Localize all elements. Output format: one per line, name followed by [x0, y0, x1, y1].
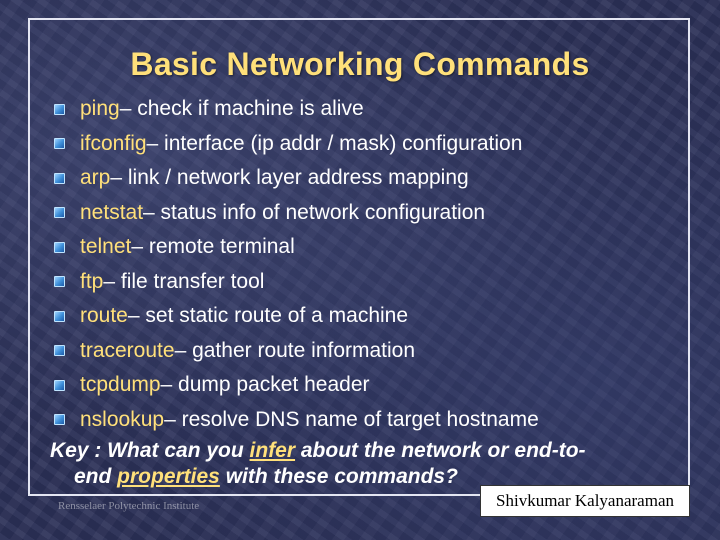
key-text-middle: about the network or end-to-	[295, 439, 586, 462]
command-name: ping	[80, 97, 120, 121]
command-name: route	[80, 304, 128, 328]
command-item: ping – check if machine is alive	[50, 92, 539, 127]
command-description: – check if machine is alive	[119, 97, 364, 121]
command-name: ifconfig	[80, 131, 147, 155]
command-name: tcpdump	[80, 373, 161, 397]
square-bullet-icon	[54, 345, 65, 357]
command-name: nslookup	[80, 407, 165, 431]
command-name: netstat	[80, 200, 144, 224]
footer-org: Rensselaer Polytechnic Institute	[58, 500, 200, 512]
square-bullet-icon	[54, 138, 65, 150]
square-bullet-icon	[54, 103, 65, 115]
command-item: tcpdump – dump packet header	[50, 368, 539, 403]
command-name: telnet	[80, 235, 132, 259]
key-text-line2-prefix: end	[74, 465, 118, 488]
command-name: traceroute	[80, 338, 175, 362]
command-description: – link / network layer address mapping	[110, 166, 469, 190]
command-description: – file transfer tool	[103, 269, 265, 293]
square-bullet-icon	[54, 207, 65, 219]
command-description: – interface (ip addr / mask) configurati…	[146, 131, 523, 155]
command-item: ftp – file transfer tool	[50, 265, 539, 300]
slide-title: Basic Networking Commands	[130, 46, 590, 82]
command-description: – gather route information	[174, 338, 416, 362]
slide-frame	[28, 18, 690, 496]
square-bullet-icon	[54, 310, 65, 322]
command-name: arp	[80, 166, 111, 190]
command-description: – set static route of a machine	[127, 304, 409, 328]
command-item: nslookup – resolve DNS name of target ho…	[50, 403, 539, 438]
command-description: – resolve DNS name of target hostname	[164, 407, 539, 431]
key-text-prefix: Key : What can you	[50, 439, 250, 462]
key-word-properties: properties	[117, 465, 220, 488]
command-name: ftp	[80, 269, 104, 293]
command-item: route – set static route of a machine	[50, 299, 539, 334]
square-bullet-icon	[54, 379, 65, 391]
command-item: traceroute – gather route information	[50, 334, 539, 369]
key-question: Key : What can you infer about the netwo…	[50, 438, 680, 490]
command-item: telnet – remote terminal	[50, 230, 539, 265]
command-item: ifconfig – interface (ip addr / mask) co…	[50, 127, 539, 162]
square-bullet-icon	[54, 414, 65, 426]
square-bullet-icon	[54, 241, 65, 253]
command-description: – remote terminal	[131, 235, 295, 259]
command-description: – status info of network configuration	[143, 200, 486, 224]
author-box: Shivkumar Kalyanaraman	[480, 485, 690, 517]
square-bullet-icon	[54, 276, 65, 288]
key-word-infer: infer	[249, 439, 296, 462]
square-bullet-icon	[54, 172, 65, 184]
command-item: netstat – status info of network configu…	[50, 196, 539, 231]
key-line-2: end properties with these commands?	[50, 464, 680, 490]
command-description: – dump packet header	[160, 373, 370, 397]
key-text-line2-suffix: with these commands?	[219, 465, 458, 488]
command-item: arp – link / network layer address mappi…	[50, 161, 539, 196]
